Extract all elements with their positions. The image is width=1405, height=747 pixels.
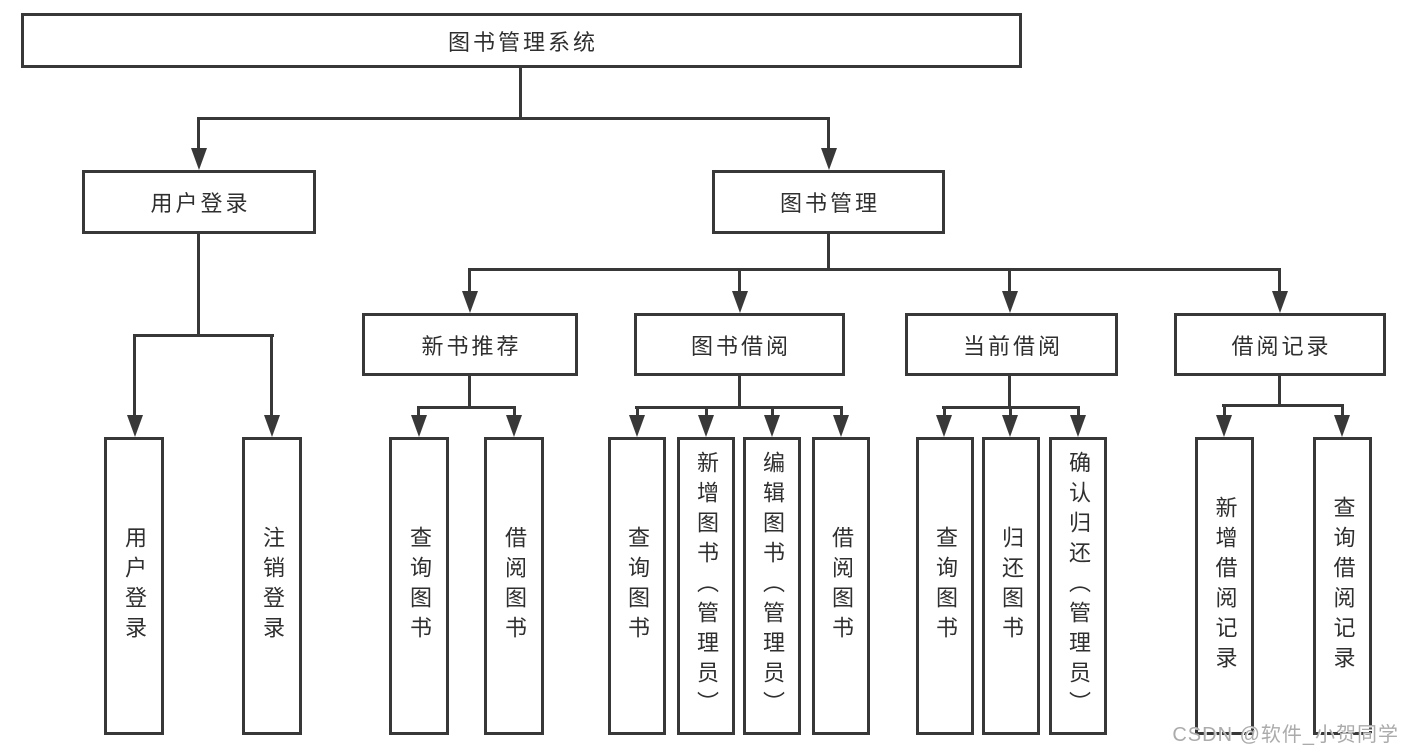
connector-new-book-rail (417, 406, 516, 409)
connector-book-management-stem (827, 117, 830, 150)
node-book-borrow: 图书借阅 (634, 313, 845, 376)
leaf-label: 注销登录 (260, 526, 285, 646)
connector-leaf-stem (943, 406, 946, 415)
arrowhead-down-icon (629, 415, 645, 437)
arrowhead-down-icon (1070, 415, 1086, 437)
leaf-query-books-current: 查询图书 (916, 437, 974, 735)
connector-leaf-stem (705, 406, 708, 415)
arrowhead-down-icon (191, 148, 207, 170)
arrowhead-down-icon (1002, 415, 1018, 437)
connector-current-borrow-down (1008, 376, 1011, 409)
node-new-book-recommend: 新书推荐 (362, 313, 578, 376)
arrowhead-down-icon (462, 291, 478, 313)
connector-leaf-stem (1009, 406, 1012, 415)
leaf-add-borrow-record: 新增借阅记录 (1195, 437, 1254, 735)
leaf-borrow-books: 借阅图书 (812, 437, 870, 735)
connector-current-borrow-stem (1008, 268, 1011, 291)
connector-leaf-stem (840, 406, 843, 415)
connector-borrow-record-down (1278, 376, 1281, 407)
connector-user-login-rail (133, 334, 274, 337)
connector-level3-rail (468, 268, 1281, 271)
arrowhead-down-icon (411, 415, 427, 437)
leaf-label: 查询借阅记录 (1330, 496, 1356, 676)
leaf-user-login: 用户登录 (104, 437, 164, 735)
connector-leaf-stem (636, 406, 639, 415)
node-book-management: 图书管理 (712, 170, 945, 234)
node-library-management-system: 图书管理系统 (21, 13, 1022, 68)
connector-user-login-down (197, 234, 200, 337)
leaf-label: 查询图书 (625, 526, 650, 646)
leaf-label: 查询图书 (933, 526, 958, 646)
csdn-watermark: CSDN @软件_小贺同学 (1172, 724, 1399, 746)
arrowhead-down-icon (127, 415, 143, 437)
leaf-borrow-books-recommend: 借阅图书 (484, 437, 544, 735)
connector-borrow-record-stem (1278, 268, 1281, 291)
leaf-label: 用户登录 (122, 526, 147, 646)
connector-new-book-down (468, 376, 471, 409)
arrowhead-down-icon (264, 415, 280, 437)
arrowhead-down-icon (1334, 415, 1350, 437)
leaf-query-books-borrow: 查询图书 (608, 437, 666, 735)
arrowhead-down-icon (821, 148, 837, 170)
arrowhead-down-icon (936, 415, 952, 437)
leaf-label: 新增借阅记录 (1212, 496, 1238, 676)
leaf-label: 归还图书 (999, 526, 1024, 646)
arrowhead-down-icon (833, 415, 849, 437)
node-label: 图书管理 (779, 191, 880, 216)
connector-new-book-stem (468, 268, 471, 291)
node-label: 图书借阅 (690, 333, 791, 359)
leaf-return-books: 归还图书 (982, 437, 1040, 735)
leaf-label: 借阅图书 (829, 526, 854, 646)
arrowhead-down-icon (1216, 415, 1232, 437)
node-label: 借阅记录 (1231, 333, 1332, 359)
connector-book-borrow-stem (738, 268, 741, 291)
connector-leaf-stem (771, 406, 774, 415)
connector-level2-rail (197, 117, 830, 120)
connector-leaf-stem (270, 334, 273, 415)
node-label: 新书推荐 (421, 333, 522, 359)
leaf-add-books-admin: 新增图书（管理员） (677, 437, 735, 735)
connector-book-management-down (827, 234, 830, 271)
node-label: 当前借阅 (962, 333, 1063, 359)
connector-leaf-stem (1077, 406, 1080, 415)
connector-user-login-stem (197, 117, 200, 150)
connector-leaf-stem (513, 406, 516, 415)
arrowhead-down-icon (732, 291, 748, 313)
connector-book-borrow-down (738, 376, 741, 409)
leaf-label: 确认归还（管理员） (1066, 451, 1091, 721)
leaf-label: 新增图书（管理员） (694, 451, 719, 721)
leaf-confirm-return-admin: 确认归还（管理员） (1049, 437, 1107, 735)
arrowhead-down-icon (698, 415, 714, 437)
arrowhead-down-icon (1272, 291, 1288, 313)
node-label: 图书管理系统 (447, 29, 598, 55)
leaf-edit-books-admin: 编辑图书（管理员） (743, 437, 801, 735)
arrowhead-down-icon (1002, 291, 1018, 313)
node-borrow-records: 借阅记录 (1174, 313, 1386, 376)
node-user-login: 用户登录 (82, 170, 316, 234)
arrowhead-down-icon (506, 415, 522, 437)
connector-leaf-stem (1341, 404, 1344, 415)
leaf-logout: 注销登录 (242, 437, 302, 735)
connector-borrow-record-rail (1222, 404, 1344, 407)
leaf-label: 编辑图书（管理员） (760, 451, 785, 721)
connector-book-borrow-rail (635, 406, 843, 409)
connector-leaf-stem (417, 406, 420, 415)
connector-leaf-stem (1223, 404, 1226, 415)
arrowhead-down-icon (764, 415, 780, 437)
leaf-label: 借阅图书 (502, 526, 527, 646)
leaf-query-books-recommend: 查询图书 (389, 437, 449, 735)
connector-leaf-stem (133, 334, 136, 415)
node-label: 用户登录 (150, 191, 251, 216)
node-current-borrow: 当前借阅 (905, 313, 1118, 376)
leaf-query-borrow-record: 查询借阅记录 (1313, 437, 1372, 735)
connector-root-stem (519, 68, 522, 118)
leaf-label: 查询图书 (407, 526, 432, 646)
